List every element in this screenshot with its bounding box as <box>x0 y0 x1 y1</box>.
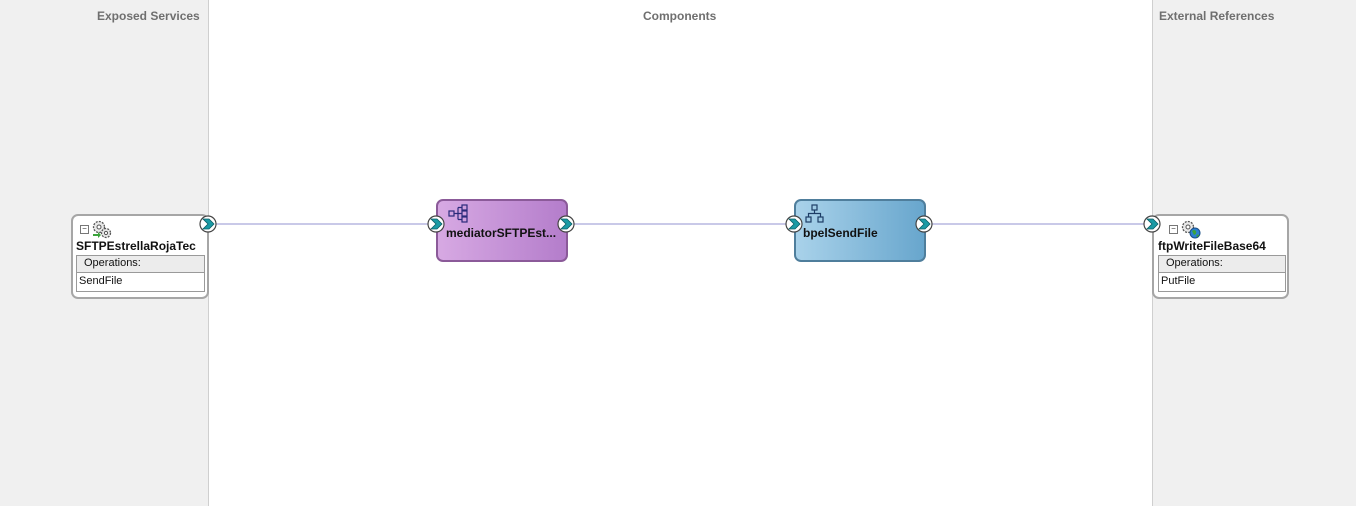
external-reference-box[interactable]: − ftpWriteFileBase64 Operations: PutFile <box>1152 214 1289 299</box>
bpel-inbound-port-icon[interactable] <box>785 215 803 233</box>
bpel-component[interactable]: bpelSendFile <box>794 199 926 262</box>
reference-inbound-port-icon[interactable] <box>1143 215 1161 233</box>
bpel-name: bpelSendFile <box>803 226 878 240</box>
gears-globe-icon <box>1181 220 1201 239</box>
bpel-process-icon <box>805 204 824 223</box>
operations-header: Operations: <box>77 256 204 273</box>
reference-name: ftpWriteFileBase64 <box>1158 239 1266 253</box>
service-outbound-port-icon[interactable] <box>199 215 217 233</box>
mediator-inbound-port-icon[interactable] <box>427 215 445 233</box>
reference-operations-table: Operations: PutFile <box>1158 255 1286 292</box>
wire-bpel-to-reference[interactable] <box>932 223 1152 225</box>
components-lane: Components <box>209 0 1152 506</box>
wire-mediator-to-bpel[interactable] <box>574 223 794 225</box>
bpel-outbound-port-icon[interactable] <box>915 215 933 233</box>
service-name: SFTPEstrellaRojaTec <box>76 239 196 253</box>
mediator-outbound-port-icon[interactable] <box>557 215 575 233</box>
service-operations-table: Operations: SendFile <box>76 255 205 292</box>
operations-header: Operations: <box>1159 256 1285 273</box>
wire-service-to-mediator[interactable] <box>216 223 436 225</box>
collapse-icon[interactable]: − <box>1169 225 1178 234</box>
operation-item[interactable]: SendFile <box>79 275 123 287</box>
mediator-component[interactable]: mediatorSFTPEst... <box>436 199 568 262</box>
mediator-name: mediatorSFTPEst... <box>446 226 557 240</box>
exposed-service-box[interactable]: − SFTPEstrellaRojaTec Operations: SendFi… <box>71 214 209 299</box>
operation-item[interactable]: PutFile <box>1161 275 1196 287</box>
external-references-title: External References <box>1159 9 1275 23</box>
mediator-icon <box>448 204 468 223</box>
components-title: Components <box>643 9 717 23</box>
exposed-services-title: Exposed Services <box>97 9 200 23</box>
collapse-icon[interactable]: − <box>80 225 89 234</box>
gears-icon <box>92 220 112 239</box>
